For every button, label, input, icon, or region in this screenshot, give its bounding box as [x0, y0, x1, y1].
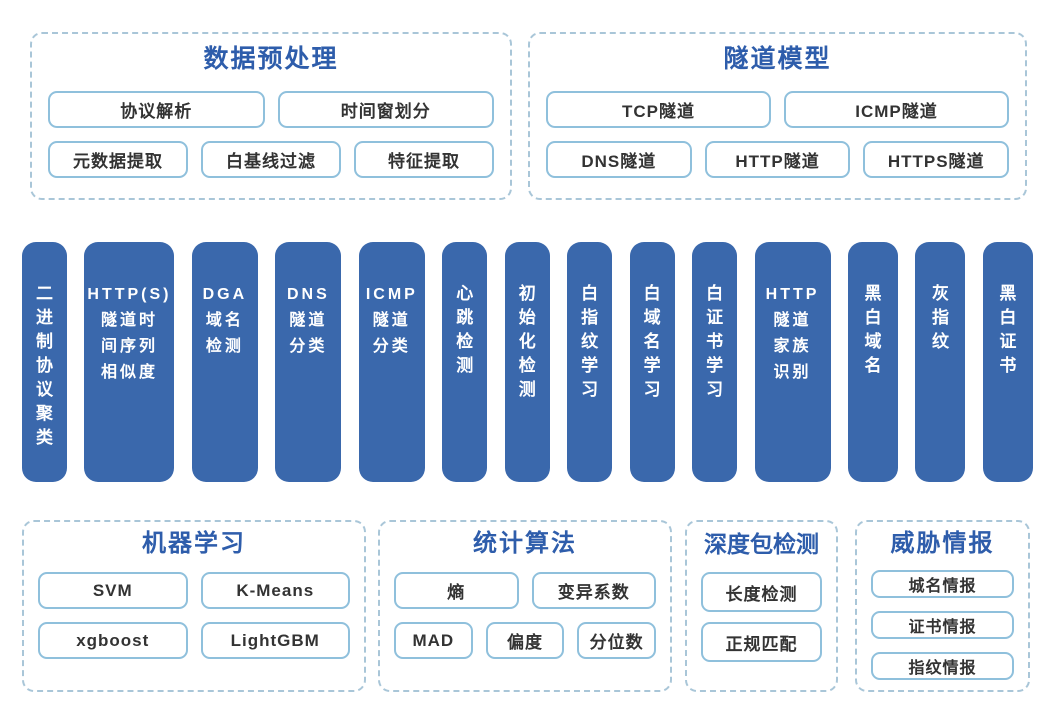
pill-dga-domain-detection: DGA 域名 检测 — [191, 242, 258, 482]
group-title-data-preprocessing: 数据预处理 — [203, 45, 339, 73]
button-row: 正规匹配 — [701, 622, 822, 662]
pill-white-cert-learning: 白 证 书 学 习 — [692, 242, 738, 482]
button-row: 长度检测 — [701, 572, 822, 612]
button-regex-match: 正规匹配 — [701, 622, 822, 662]
pill-white-domain-learning: 白 域 名 学 习 — [629, 242, 675, 482]
group-title-tunnel-model: 隧道模型 — [723, 45, 832, 73]
group-threat-intelligence: 威胁情报 城名情报 证书情报 指纹情报 — [855, 520, 1030, 692]
button-svm: SVM — [38, 572, 188, 609]
group-machine-learning: 机器学习 SVM K-Means xgboost LightGBM — [22, 520, 366, 692]
button-row: 指纹情报 — [871, 652, 1014, 680]
pill-icmp-tunnel-classification: ICMP 隧道 分类 — [358, 242, 425, 482]
bottom-group-row: 机器学习 SVM K-Means xgboost LightGBM 统计算法 熵… — [22, 520, 1030, 692]
button-row: TCP隧道 ICMP隧道 — [546, 91, 1009, 128]
pill-white-fingerprint-learning: 白 指 纹 学 习 — [567, 242, 613, 482]
group-deep-packet-inspection: 深度包检测 长度检测 正规匹配 — [685, 520, 838, 692]
group-statistical-algorithms: 统计算法 熵 变异系数 MAD 偏度 分位数 — [378, 520, 672, 692]
detection-pill-row: 二 进 制 协 议 聚 类 HTTP(S) 隧道时 间序列 相似度 DGA 域名… — [22, 242, 1033, 482]
button-xgboost: xgboost — [38, 622, 188, 659]
group-title-statistical-algorithms: 统计算法 — [473, 530, 577, 557]
button-entropy: 熵 — [394, 572, 519, 609]
group-title-threat-intelligence: 威胁情报 — [890, 530, 995, 557]
button-row: 证书情报 — [871, 611, 1014, 639]
button-row: 元数据提取 白基线过滤 特征提取 — [48, 141, 494, 178]
button-row: 城名情报 — [871, 570, 1014, 598]
button-domain-intel: 城名情报 — [871, 570, 1014, 598]
button-feature-extraction: 特征提取 — [354, 141, 494, 178]
button-icmp-tunnel: ICMP隧道 — [784, 91, 1009, 128]
button-skewness: 偏度 — [485, 622, 565, 659]
button-coefficient-of-variation: 变异系数 — [531, 572, 656, 609]
pill-black-white-cert: 黑 白 证 书 — [982, 242, 1033, 482]
button-quantile: 分位数 — [577, 622, 657, 659]
group-title-machine-learning: 机器学习 — [142, 530, 246, 557]
button-row: 熵 变异系数 — [394, 572, 656, 609]
pill-black-white-domain: 黑 白 域 名 — [847, 242, 898, 482]
group-title-deep-packet-inspection: 深度包检测 — [704, 531, 819, 557]
button-fingerprint-intel: 指纹情报 — [871, 652, 1014, 680]
button-lightgbm: LightGBM — [200, 622, 350, 659]
button-row: DNS隧道 HTTP隧道 HTTPS隧道 — [546, 141, 1010, 178]
pill-dns-tunnel-classification: DNS 隧道 分类 — [275, 242, 342, 482]
button-row: MAD 偏度 分位数 — [394, 622, 657, 659]
pill-binary-protocol-clustering: 二 进 制 协 议 聚 类 — [22, 242, 67, 482]
button-time-window-split: 时间窗划分 — [277, 91, 494, 128]
pill-https-tunnel-time-series-similarity: HTTP(S) 隧道时 间序列 相似度 — [84, 242, 175, 482]
top-group-row: 数据预处理 协议解析 时间窗划分 元数据提取 白基线过滤 特征提取 隧道模型 T… — [30, 32, 1027, 200]
group-data-preprocessing: 数据预处理 协议解析 时间窗划分 元数据提取 白基线过滤 特征提取 — [30, 32, 512, 200]
button-row: xgboost LightGBM — [38, 622, 350, 659]
button-metadata-extraction: 元数据提取 — [48, 141, 188, 178]
button-kmeans: K-Means — [200, 572, 350, 609]
pill-heartbeat-detection: 心 跳 检 测 — [442, 242, 488, 482]
button-cert-intel: 证书情报 — [871, 611, 1014, 639]
group-tunnel-model: 隧道模型 TCP隧道 ICMP隧道 DNS隧道 HTTP隧道 HTTPS隧道 — [528, 32, 1027, 200]
button-http-tunnel: HTTP隧道 — [704, 141, 851, 178]
pill-http-tunnel-family-identification: HTTP 隧道 家族 识别 — [754, 242, 831, 482]
button-row: SVM K-Means — [38, 572, 350, 609]
button-protocol-parsing: 协议解析 — [48, 91, 265, 128]
button-https-tunnel: HTTPS隧道 — [863, 141, 1010, 178]
button-white-baseline-filter: 白基线过滤 — [201, 141, 341, 178]
button-dns-tunnel: DNS隧道 — [546, 141, 692, 178]
button-mad: MAD — [394, 622, 473, 659]
pill-initialization-detection: 初 始 化 检 测 — [504, 242, 550, 482]
pill-gray-fingerprint: 灰 指 纹 — [915, 242, 966, 482]
button-length-detection: 长度检测 — [701, 572, 822, 612]
button-tcp-tunnel: TCP隧道 — [546, 91, 771, 128]
button-row: 协议解析 时间窗划分 — [48, 91, 494, 128]
